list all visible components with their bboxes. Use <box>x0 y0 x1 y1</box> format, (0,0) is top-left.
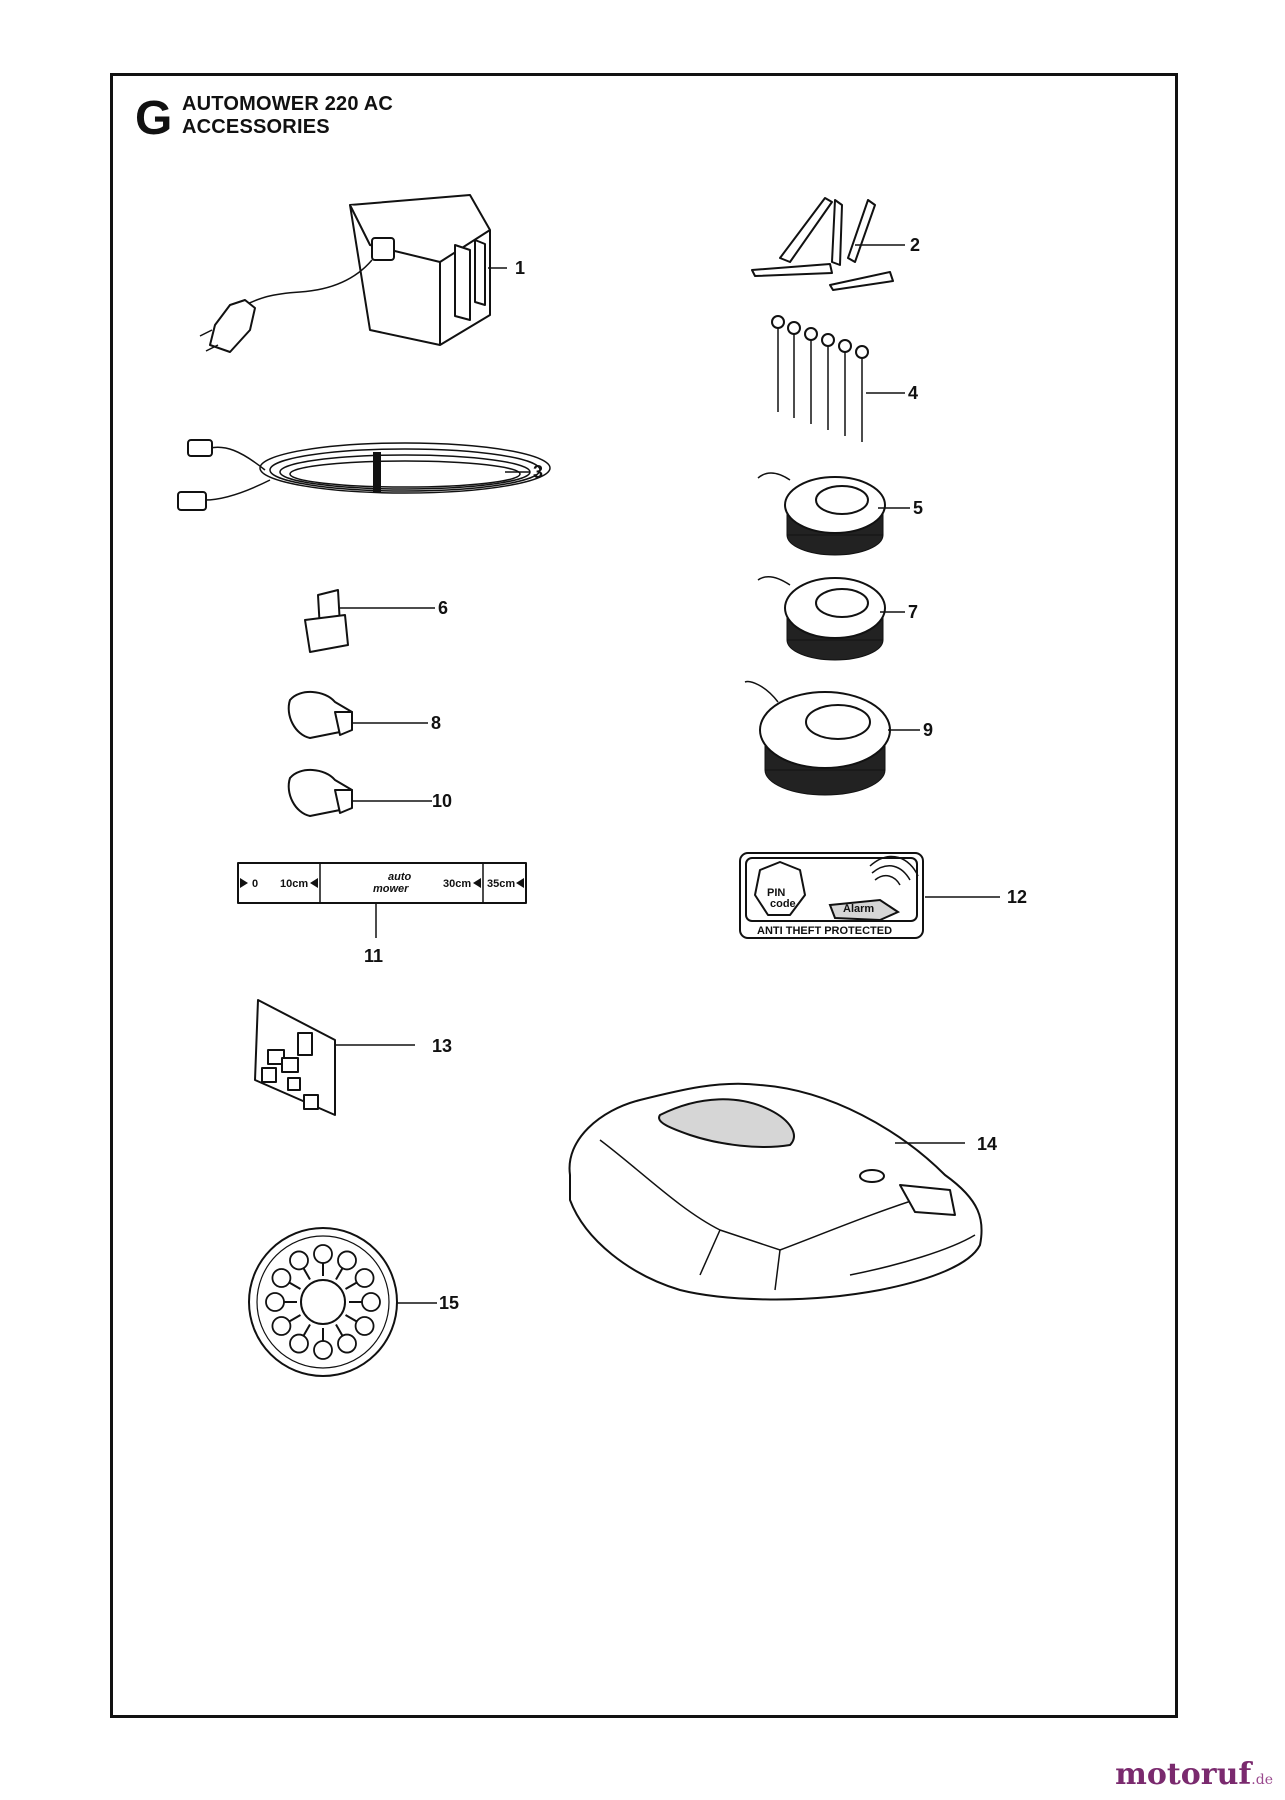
part-1-power-supply: 1 <box>199 194 525 353</box>
callout-7: 7 <box>908 602 918 622</box>
callout-8: 8 <box>431 713 441 733</box>
part-15-round-plate: 15 <box>248 1227 459 1377</box>
diagram-title: AUTOMOWER 220 AC <box>182 93 394 115</box>
callout-14: 14 <box>977 1134 997 1154</box>
sticker-alarm-label: Alarm <box>843 903 874 915</box>
watermark: motoruf.de <box>1115 1757 1273 1792</box>
sticker-footer-label: ANTI THEFT PROTECTED <box>757 925 892 937</box>
callout-12: 12 <box>1007 887 1027 907</box>
plate-lobe <box>313 1244 333 1264</box>
plate-lobe <box>337 1333 357 1354</box>
ruler-mark-30cm: 30cm <box>443 878 471 890</box>
part-6-connector: 6 <box>304 589 448 653</box>
part-7-wire-spool: 7 <box>757 575 918 661</box>
watermark-tld: .de <box>1251 1772 1273 1788</box>
callout-15: 15 <box>439 1293 459 1313</box>
plate-lobe <box>265 1292 285 1312</box>
plate-lobes <box>265 1244 381 1360</box>
part-11-ruler: 0 10cm 30cm 35cm auto mower 11 <box>237 862 527 966</box>
part-2-pegs: 2 <box>751 197 920 291</box>
sticker-pin-label: PIN <box>767 887 785 899</box>
callout-3: 3 <box>533 462 543 482</box>
callout-13: 13 <box>432 1036 452 1056</box>
callout-6: 6 <box>438 598 448 618</box>
plate-lobe <box>271 1316 292 1336</box>
part-14-mower-body: 14 <box>568 1082 997 1301</box>
callout-11: 11 <box>364 946 383 966</box>
callout-2: 2 <box>910 235 920 255</box>
callout-4: 4 <box>908 383 918 403</box>
ruler-logo-line2: mower <box>373 883 409 895</box>
ruler-mark-0: 0 <box>252 878 258 890</box>
part-3-cable: 3 <box>177 439 551 511</box>
ruler-mark-35cm: 35cm <box>487 878 515 890</box>
plate-lobe <box>289 1333 309 1354</box>
callout-1: 1 <box>515 258 525 278</box>
part-8-knob: 8 <box>287 691 441 739</box>
part-9-wire-spool: 9 <box>744 680 933 796</box>
plate-lobe <box>354 1316 375 1336</box>
diagram-subtitle: ACCESSORIES <box>182 116 330 138</box>
plate-lobe <box>337 1250 357 1271</box>
plate-lobe <box>313 1340 333 1360</box>
plate-lobe <box>289 1250 309 1271</box>
plate-lobe <box>361 1292 381 1312</box>
section-letter: G <box>135 92 173 145</box>
part-4-screws: 4 <box>771 315 918 442</box>
callout-10: 10 <box>432 791 452 811</box>
plate-lobe <box>354 1268 375 1288</box>
callout-9: 9 <box>923 720 933 740</box>
part-5-wire-spool: 5 <box>757 472 923 556</box>
sticker-pin-sub: code <box>770 898 796 910</box>
diagram-frame <box>110 73 1178 1718</box>
ruler-mark-10cm: 10cm <box>280 878 308 890</box>
plate-lobe <box>271 1268 292 1288</box>
part-10-knob: 10 <box>287 769 452 817</box>
watermark-brand: motoruf <box>1115 1757 1252 1792</box>
part-13-circuit-board: 13 <box>254 999 452 1116</box>
part-12-sticker: PIN code Alarm ANTI THEFT PROTECTED 12 <box>739 852 1027 939</box>
ruler-logo-line1: auto <box>388 871 412 883</box>
callout-5: 5 <box>913 498 923 518</box>
